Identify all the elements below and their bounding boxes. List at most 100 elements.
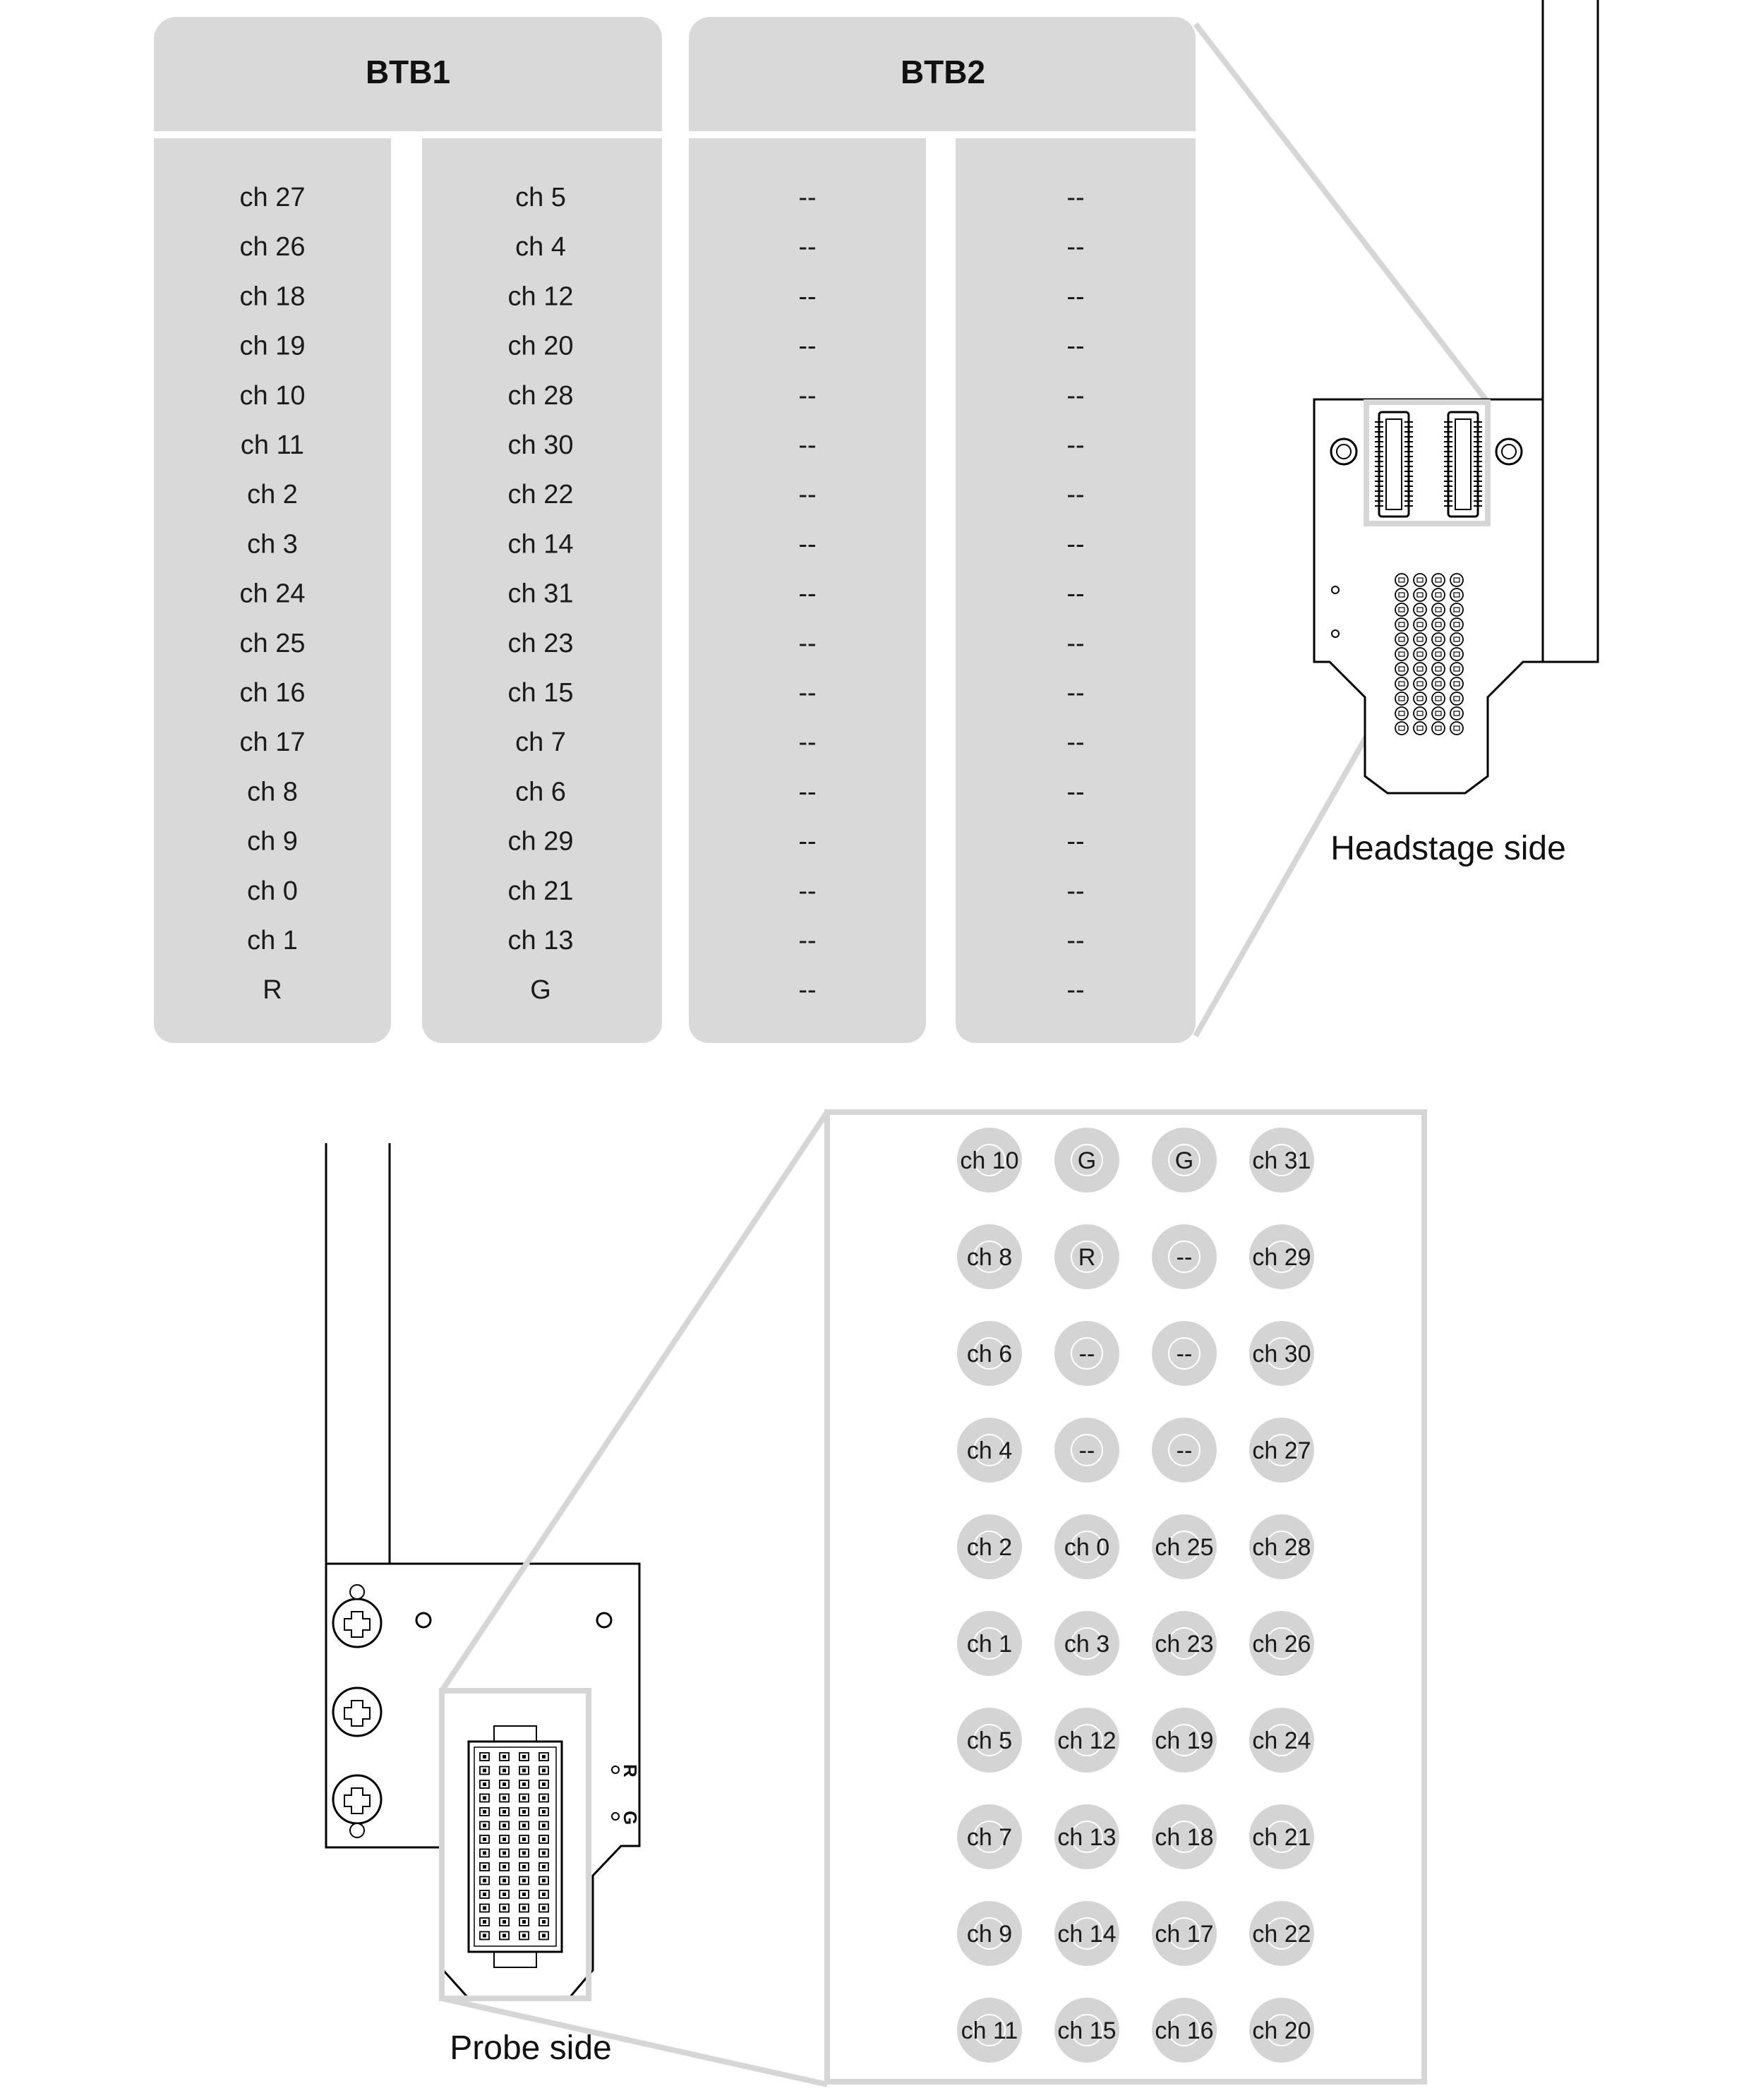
- pad-center: [1453, 696, 1460, 701]
- connector-pin-center: [542, 1933, 546, 1938]
- pad-center: [1416, 711, 1424, 716]
- connector-pin-center: [542, 1893, 546, 1896]
- pin-label: --: [1079, 1341, 1095, 1368]
- probe-hole-right: [596, 1612, 613, 1629]
- pad: [1431, 588, 1445, 602]
- pad-center: [1416, 577, 1424, 583]
- pin-pad-ring: [973, 1531, 1006, 1563]
- pin-label: ch 6: [967, 1341, 1012, 1368]
- pad-center: [1398, 622, 1405, 627]
- pin-label: ch 4: [967, 1437, 1012, 1464]
- pad: [1413, 573, 1427, 587]
- pin-label: ch 5: [967, 1727, 1012, 1754]
- pin-pad-ring: [1071, 1434, 1103, 1466]
- pad-center: [1416, 666, 1424, 672]
- pad-center: [1398, 651, 1405, 657]
- btb-cell-label: ch 23: [508, 629, 574, 658]
- pad: [1413, 588, 1427, 602]
- headstage-board: Headstage side: [1193, 0, 1599, 1037]
- connector-pin-center: [503, 1796, 506, 1800]
- pin-pad-ring: [1265, 1531, 1298, 1563]
- pin-pad: [1054, 1998, 1119, 2063]
- btb-cell-label: --: [798, 678, 816, 708]
- connector-pin-center: [503, 1906, 506, 1910]
- btb1-column-2-panel: [422, 138, 662, 1043]
- pin-pad: [1054, 1901, 1119, 1966]
- g-pad-label: G: [620, 1811, 641, 1825]
- probe-screw-middle: [332, 1686, 383, 1737]
- pin-label: ch 18: [1155, 1824, 1213, 1851]
- pad-center: [1435, 725, 1442, 731]
- mounting-hole-right-inner: [1501, 444, 1517, 459]
- pin-pad-ring: [1265, 1337, 1298, 1370]
- pad-center: [1453, 725, 1460, 731]
- connector-pin-center: [503, 1920, 506, 1924]
- pin-pad: [1054, 1708, 1119, 1773]
- pad-center: [1453, 666, 1460, 672]
- pad: [1413, 721, 1427, 735]
- via-2: [1331, 629, 1340, 638]
- connector-pin-center: [483, 1893, 486, 1896]
- pin-label: ch 0: [1064, 1534, 1109, 1561]
- pin-pad: [957, 1804, 1022, 1869]
- pin-label: G: [1078, 1147, 1096, 1174]
- pad: [1413, 617, 1427, 632]
- connector-pin-center: [483, 1810, 486, 1814]
- btb-cell-label: ch 0: [247, 876, 298, 906]
- pin-pad: [1152, 1514, 1217, 1579]
- btb-cell-label: ch 30: [508, 430, 574, 460]
- r-pad-label: R: [620, 1764, 641, 1778]
- pin-label: --: [1079, 1437, 1095, 1464]
- connector-pin-center: [542, 1878, 546, 1883]
- connector-pin-center: [483, 1933, 486, 1938]
- pin-pad: [957, 1321, 1022, 1386]
- pin-label: ch 29: [1252, 1244, 1311, 1271]
- pad-center: [1398, 696, 1405, 701]
- btb-cell-label: --: [798, 777, 816, 807]
- pin-pad: [957, 1611, 1022, 1676]
- pad-center: [1435, 592, 1442, 598]
- connector-pin-center: [522, 1823, 526, 1828]
- pad-center: [1453, 622, 1460, 627]
- mounting-hole-left-inner: [1336, 444, 1352, 459]
- connector-pin-center: [483, 1838, 486, 1841]
- btb-cell-label: --: [1066, 728, 1084, 757]
- pin-pad-ring: [1071, 1724, 1103, 1756]
- pin-pad-ring: [1168, 1434, 1201, 1466]
- pad: [1395, 632, 1409, 646]
- pin-label: ch 1: [967, 1631, 1012, 1658]
- pin-label: R: [1078, 1244, 1096, 1271]
- pin-pad: [1249, 1514, 1314, 1579]
- btb-cell-label: --: [798, 926, 816, 955]
- btb-cell-label: --: [798, 381, 816, 411]
- probe-connector-inner: [474, 1746, 557, 1947]
- pad: [1413, 603, 1427, 617]
- btb-cell-label: ch 25: [240, 629, 306, 658]
- pin-pad: [1249, 1611, 1314, 1676]
- btb-cell-label: --: [1066, 975, 1084, 1005]
- pin-pad: [1249, 1998, 1314, 2063]
- connector-pin-center: [522, 1838, 526, 1841]
- pin-pad-ring: [973, 1917, 1006, 1950]
- btb-cell-label: ch 3: [247, 529, 298, 559]
- pad: [1413, 692, 1427, 706]
- pad-center: [1453, 651, 1460, 657]
- connector-pin-center: [542, 1851, 546, 1855]
- pad: [1395, 573, 1409, 587]
- headstage-pad-array: [1395, 573, 1464, 735]
- btb2-column-2-labels: ----------------------------------: [1066, 183, 1084, 1005]
- btb2-column-2-panel: [956, 138, 1196, 1043]
- pad-center: [1435, 577, 1442, 583]
- via-1: [1331, 586, 1340, 594]
- connector-pin-center: [522, 1810, 526, 1814]
- pin-pad: [1249, 1224, 1314, 1289]
- pad: [1450, 603, 1464, 617]
- pin-label: ch 31: [1252, 1147, 1311, 1174]
- pad-center: [1435, 622, 1442, 627]
- pad: [1395, 706, 1409, 720]
- pin-label: ch 21: [1252, 1824, 1311, 1851]
- pin-label: ch 2: [967, 1534, 1012, 1561]
- pin-pad-ring: [1168, 1627, 1201, 1660]
- btb-cell-label: --: [1066, 678, 1084, 708]
- btb-cell-label: ch 12: [508, 282, 574, 311]
